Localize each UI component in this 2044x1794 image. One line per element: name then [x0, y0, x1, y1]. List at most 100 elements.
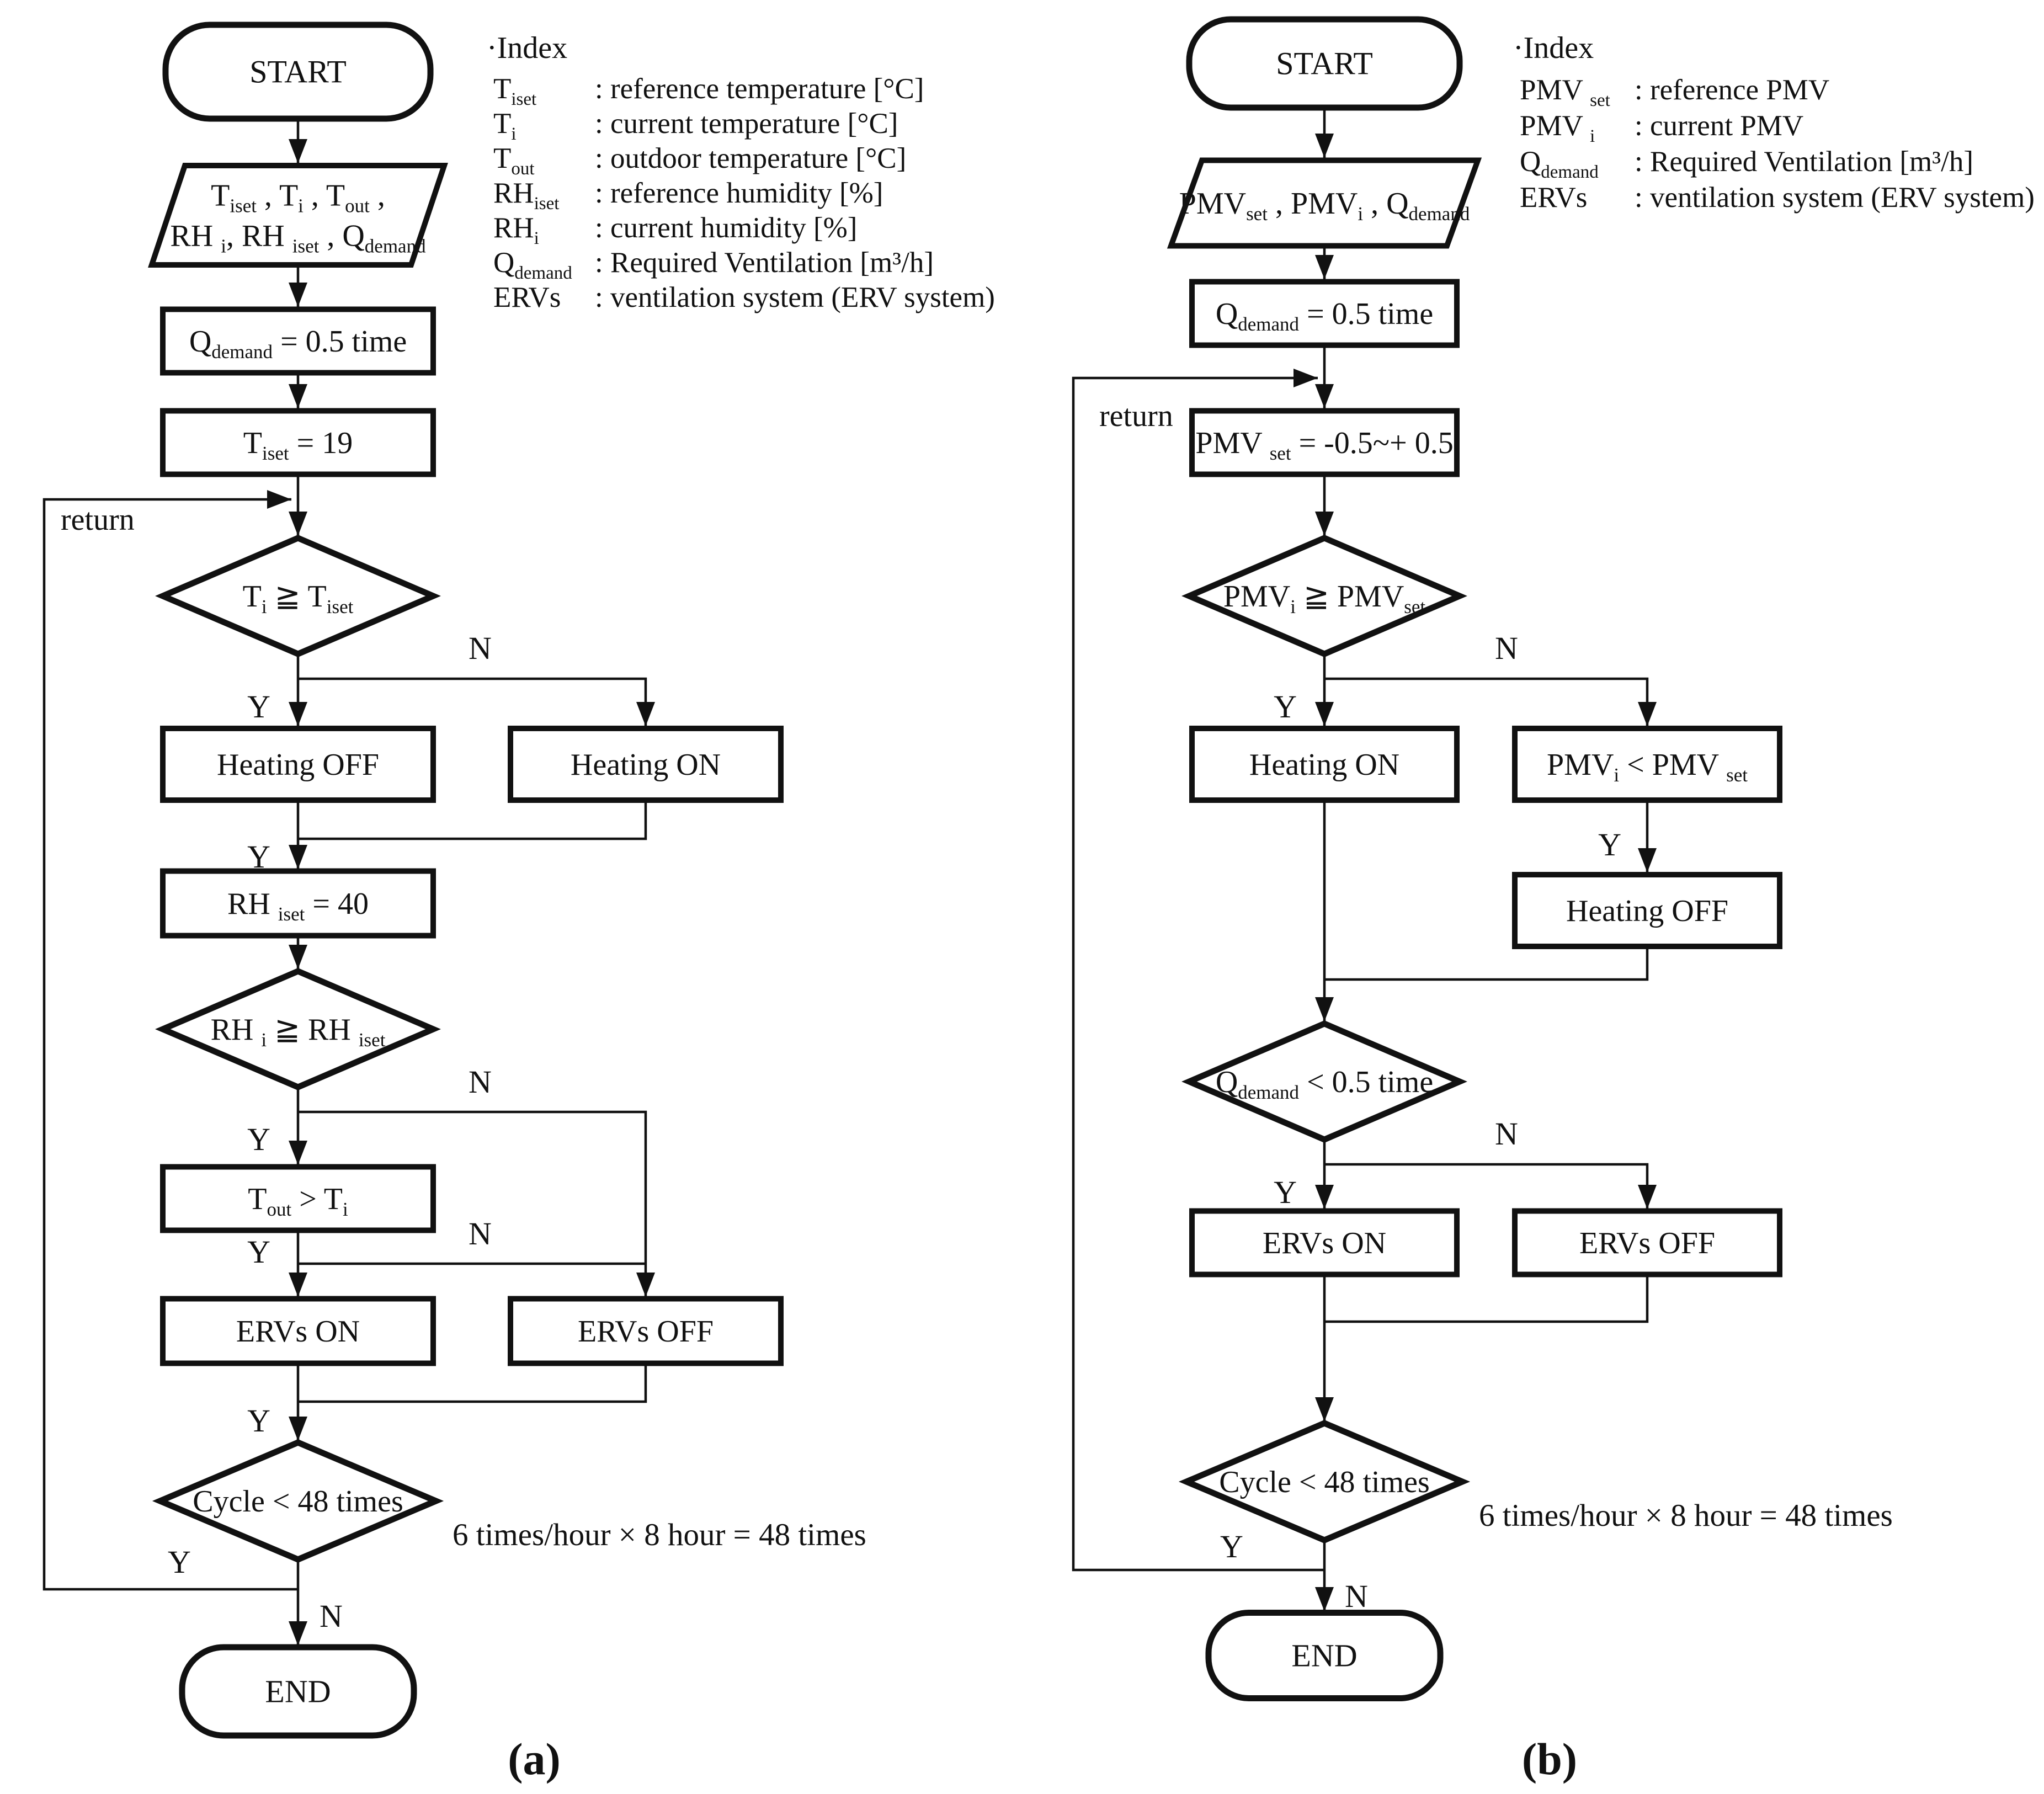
edge-b-decision2-y-ervson-arrowhead: [1315, 1185, 1334, 1209]
node-a-heatingon-shape: [508, 726, 784, 803]
node-b-ervson-shape: [1189, 1208, 1460, 1277]
legend-a-def-1: : current temperature [°C]: [595, 108, 898, 140]
node-a-decision2-shape: [155, 968, 441, 1090]
node-a-tout-label: Tout > Ti: [248, 1182, 348, 1220]
edge-b-decision2-n-ervsoff-arrowhead: [1638, 1185, 1657, 1209]
node-b-pmvcheck-label: PMVi < PMV set: [1547, 748, 1748, 786]
edge-b-return-loop-arrowhead: [1294, 369, 1318, 387]
node-b-pmvset-label: PMV set = -0.5~+ 0.5: [1195, 426, 1453, 464]
node-b-heatingoff-label: Heating OFF: [1566, 894, 1728, 928]
legend-a-term-1: Ti: [493, 108, 517, 144]
edge-a-tiset-to-decision1-arrowhead: [289, 512, 307, 536]
legend-b-title: ·Index: [1513, 31, 1594, 65]
edge-a-ervson-to-decision3-arrowhead: [289, 1417, 307, 1441]
label-a-label-y-merge1: Y: [247, 839, 270, 875]
node-b-heatingon-shape: [1189, 726, 1460, 803]
legend-a-def-3: : reference humidity [%]: [595, 177, 883, 209]
caption-b: (b): [1522, 1734, 1577, 1784]
label-b-label-y4: Y: [1220, 1529, 1243, 1564]
label-b-label-note: 6 times/hour × 8 hour = 48 times: [1479, 1498, 1893, 1533]
node-a-end-shape: [179, 1644, 417, 1739]
node-a-input-shape: [148, 163, 448, 268]
edge-a-heatingon-merge: [298, 800, 647, 840]
node-a-heatingon-label: Heating ON: [571, 748, 721, 782]
node-b-decision3-shape: [1178, 1420, 1471, 1543]
label-a-label-n3: N: [469, 1216, 492, 1252]
node-a-decision2-label: RH i ≧ RH iset: [211, 1013, 386, 1051]
edge-a-decision1-n-heatingon: [298, 677, 647, 726]
node-a-tout-shape: [160, 1164, 436, 1233]
label-b-label-n1: N: [1495, 630, 1518, 666]
legend-a-def-2: : outdoor temperature [°C]: [595, 142, 906, 174]
legend-b-def-0: : reference PMV: [1635, 74, 1829, 106]
node-b-start-shape: [1186, 16, 1463, 111]
edge-b-decision1-y-heatingon-arrowhead: [1315, 702, 1334, 726]
node-a-rhiset-label: RH iset = 40: [227, 887, 369, 925]
node-b-ervsoff-label: ERVs OFF: [1579, 1226, 1715, 1260]
edge-b-heatingoff-merge: [1324, 946, 1649, 981]
node-a-decision3-shape: [152, 1439, 444, 1563]
label-a-label-n4: N: [320, 1598, 343, 1634]
edge-a-ervsoff-merge: [298, 1363, 647, 1403]
legend-a-term-5: Qdemand: [493, 247, 572, 283]
node-a-start-shape: [162, 22, 434, 122]
node-a-ervson-label: ERVs ON: [236, 1314, 360, 1349]
node-a-end-label: END: [265, 1674, 331, 1710]
node-b-qdemand-shape: [1189, 279, 1460, 348]
edge-a-return-loop: [42, 498, 298, 1591]
caption-a: (a): [508, 1734, 561, 1784]
legend-b-term-3: ERVs: [1520, 182, 1587, 214]
label-b-label-n2: N: [1495, 1116, 1518, 1152]
node-a-qdemand-shape: [160, 306, 436, 376]
edge-a-decision1-n-heatingon-arrowhead: [636, 702, 655, 726]
label-a-label-n2: N: [469, 1064, 492, 1100]
label-a-label-return: return: [61, 503, 135, 537]
node-a-rhiset-shape: [160, 868, 436, 939]
edge-a-decision2-y-tout-arrowhead: [289, 1141, 307, 1165]
label-b-label-return: return: [1099, 399, 1173, 433]
legend-a-def-0: : reference temperature [°C]: [595, 73, 924, 105]
legend-b-term-2: Qdemand: [1520, 146, 1599, 182]
node-b-input-shape: [1167, 157, 1482, 249]
node-b-pmvcheck-shape: [1512, 726, 1782, 803]
legend-a-term-3: RHiset: [493, 177, 559, 214]
edge-a-decision3-n-end-arrowhead: [289, 1621, 307, 1646]
edge-a-heatingoff-to-rhiset-arrowhead: [289, 845, 307, 869]
node-a-decision3-label: Cycle < 48 times: [193, 1484, 403, 1519]
node-b-start-label: START: [1276, 46, 1373, 82]
node-a-ervsoff-label: ERVs OFF: [578, 1314, 714, 1349]
node-a-start-label: START: [249, 54, 347, 90]
edge-a-return-loop-arrowhead: [267, 490, 291, 509]
node-a-qdemand-label: Qdemand = 0.5 time: [189, 324, 407, 363]
node-b-end-label: END: [1291, 1638, 1357, 1674]
edge-a-rhiset-to-decision2-arrowhead: [289, 945, 307, 969]
edge-a-decision2-n-ervsoff: [298, 1110, 647, 1297]
node-a-heatingoff-label: Heating OFF: [217, 748, 379, 782]
node-b-input-label: PMVset , PMVi , Qdemand: [1179, 187, 1470, 225]
edge-b-input-to-qdemand-arrowhead: [1315, 255, 1334, 279]
node-a-ervson-shape: [160, 1296, 436, 1366]
legend-b-def-3: : ventilation system (ERV system): [1635, 182, 2035, 214]
node-a-heatingoff-shape: [160, 726, 436, 803]
label-a-label-y1: Y: [247, 689, 270, 725]
label-b-label-y3: Y: [1274, 1174, 1297, 1210]
edge-b-return-loop: [1072, 376, 1324, 1572]
node-b-decision2-label: Qdemand < 0.5 time: [1216, 1065, 1433, 1103]
node-b-heatingoff-shape: [1512, 872, 1782, 949]
node-b-pmvset-shape: [1189, 408, 1460, 477]
label-a-label-y4: Y: [168, 1544, 191, 1580]
node-a-ervsoff-shape: [508, 1296, 784, 1366]
node-b-decision3-label: Cycle < 48 times: [1219, 1465, 1430, 1499]
node-a-input-label: RH i, RH iset , Qdemand: [170, 219, 426, 257]
node-a-decision1-shape: [155, 535, 441, 657]
legend-b-term-1: PMV i: [1520, 110, 1595, 146]
edge-b-pmvset-to-decision1-arrowhead: [1315, 512, 1334, 536]
legend-a-title: ·Index: [487, 31, 567, 65]
edge-b-ervsoff-merge: [1324, 1275, 1649, 1323]
edge-b-decision1-n-pmvcheck: [1324, 677, 1649, 726]
edge-b-decision3-n-end-arrowhead: [1315, 1587, 1334, 1611]
